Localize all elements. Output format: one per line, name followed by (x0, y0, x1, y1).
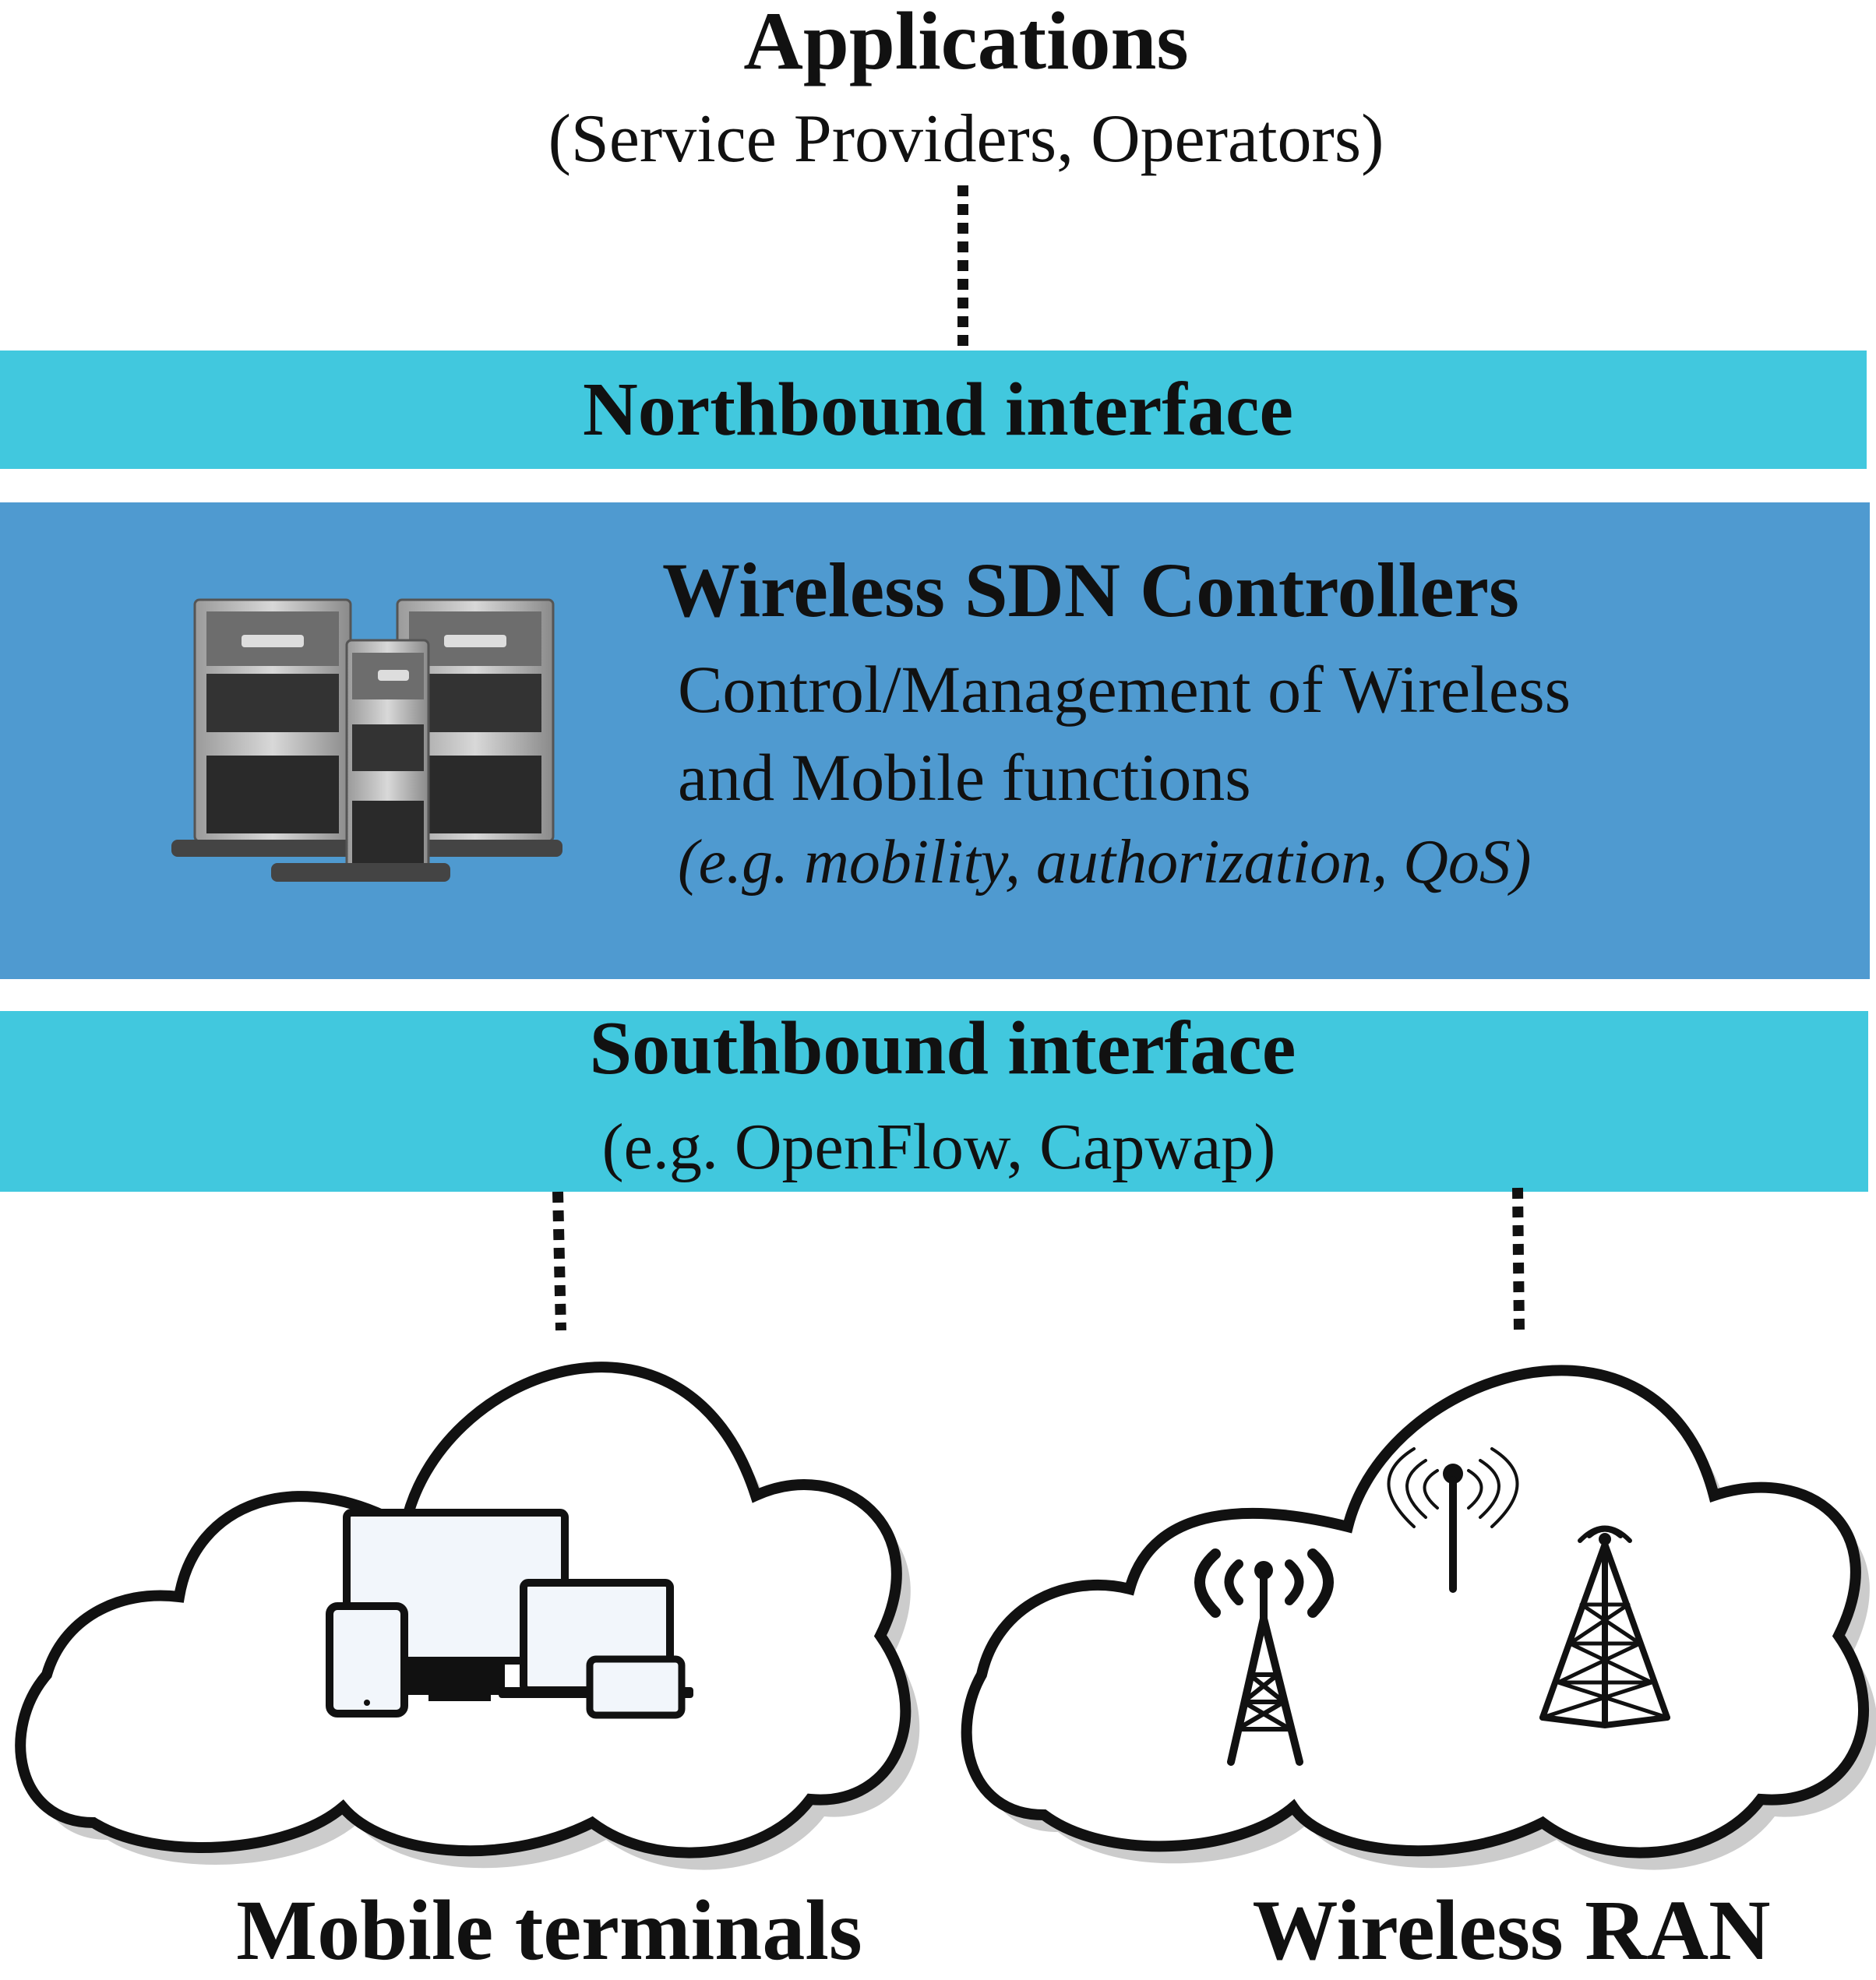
northbound-interface-label: Northbound interface (583, 368, 1293, 452)
connector-south-ran (1512, 1187, 1525, 1331)
northbound-interface-band (0, 351, 1867, 469)
wireless-ran-label: Wireless RAN (1252, 1883, 1771, 1978)
antenna-tower-icon (1194, 1548, 1334, 1766)
lattice-tower-icon (1539, 1525, 1670, 1729)
sdn-controllers-examples: (e.g. mobility, authorization, QoS) (678, 828, 1532, 897)
server-middle (271, 639, 450, 882)
connector-south-mobile (552, 1191, 566, 1331)
server-tower-icon (171, 598, 562, 882)
radio-antenna-icon (1387, 1447, 1519, 1593)
applications-title: Applications (743, 0, 1189, 86)
server-left (171, 598, 355, 857)
southbound-interface-label: Southbound interface (589, 1006, 1296, 1090)
sdn-controllers-description-line2: and Mobile functions (678, 740, 1251, 815)
sdn-controllers-description-line1: Control/Management of Wireless (678, 652, 1571, 727)
southbound-interface-subtitle: (e.g. OpenFlow, Capwap) (601, 1111, 1276, 1183)
applications-subtitle: (Service Providers, Operators) (548, 101, 1384, 177)
server-right (388, 598, 562, 857)
mobile-terminals-label: Mobile terminals (236, 1883, 862, 1978)
sdn-controllers-title: Wireless SDN Controllers (662, 547, 1519, 633)
tablet-icon (326, 1602, 408, 1718)
wireless-ran-cloud (961, 1365, 1876, 1870)
smartphone-icon (586, 1655, 686, 1719)
southbound-interface-band (0, 1011, 1868, 1192)
